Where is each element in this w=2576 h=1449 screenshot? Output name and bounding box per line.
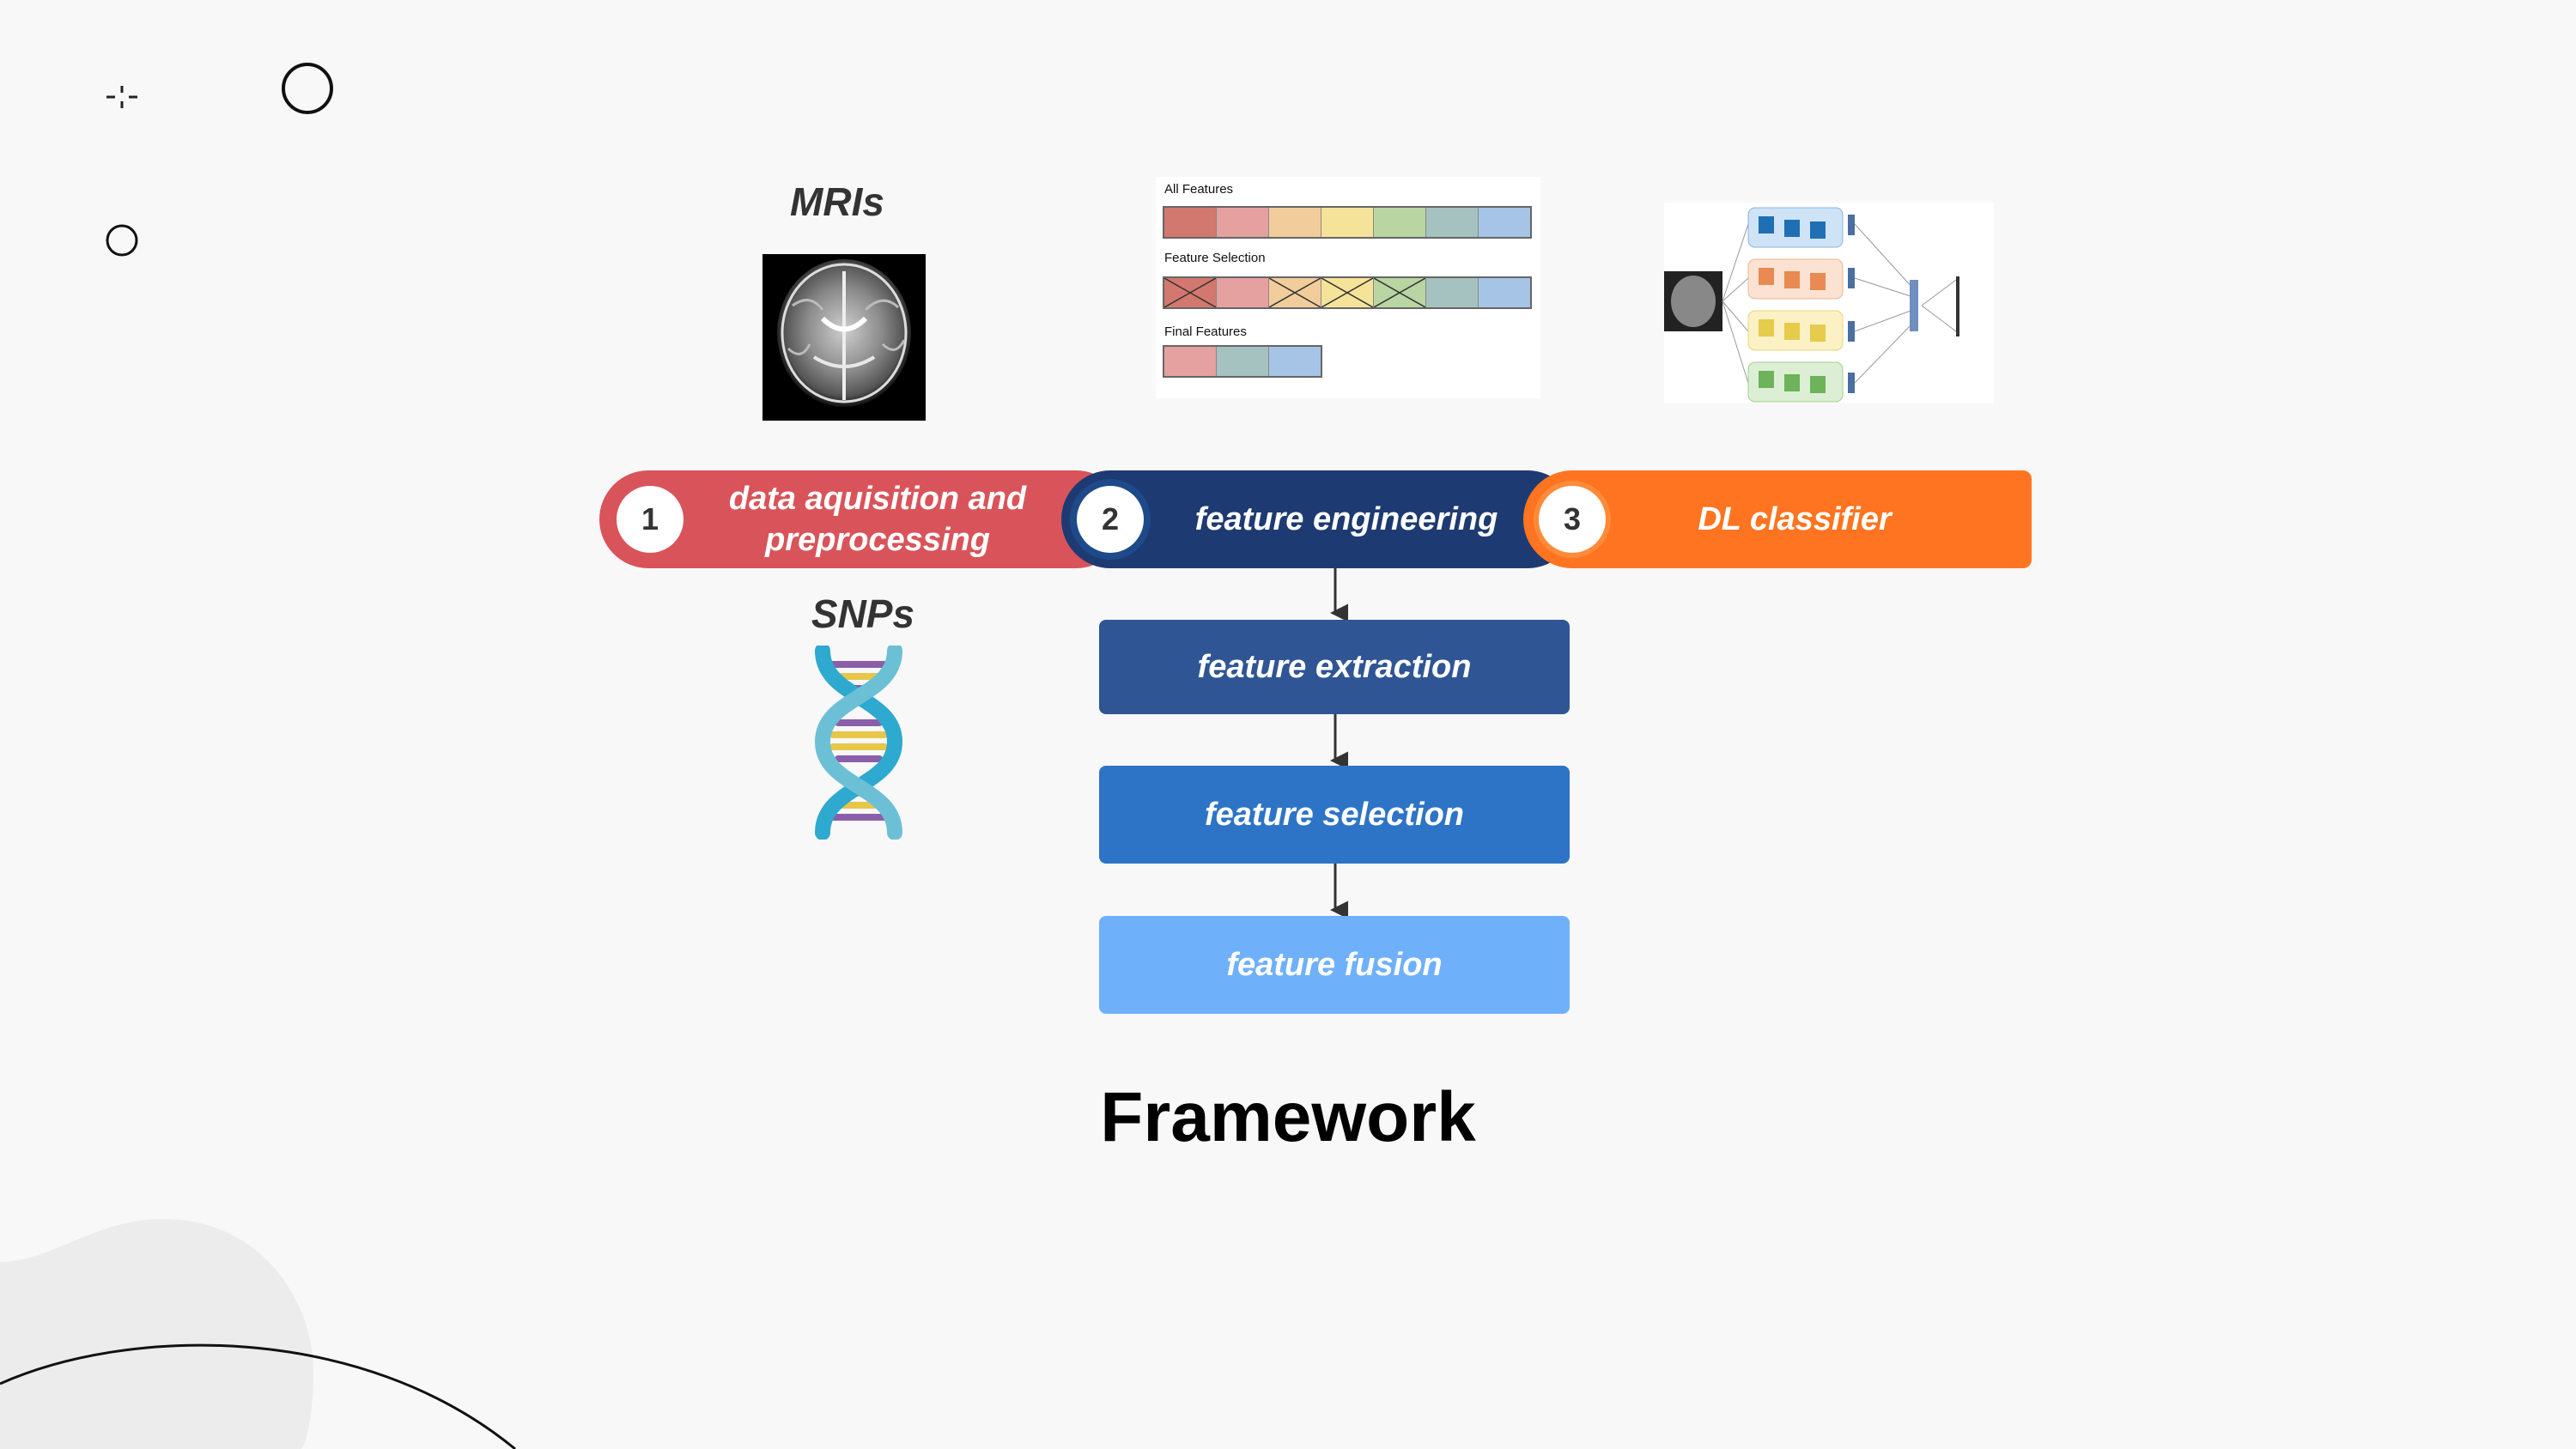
feature-selection-figure: All Features Feature Selection Final Fea… [1156, 177, 1540, 398]
caption-feature-selection: Feature Selection [1164, 251, 1266, 265]
feature-selection-cell [1321, 278, 1374, 307]
circle-outline-large [282, 63, 333, 114]
all-features-cell [1479, 208, 1530, 237]
step-2-pill: 2 feature engineering [1061, 470, 1577, 568]
feature-extraction-box: feature extraction [1099, 620, 1570, 714]
mri-brain-image [762, 254, 926, 421]
feature-selection-box: feature selection [1099, 766, 1570, 864]
snp-label: SNPs [811, 591, 915, 636]
page-title: Framework [1100, 1078, 1476, 1156]
cross-mark-icon [1374, 278, 1425, 307]
feature-selection-cell [1374, 278, 1426, 307]
step-1-label: data aquisition and preprocessing [728, 481, 1027, 558]
caption-final-features: Final Features [1164, 324, 1247, 339]
cross-mark-icon [1321, 278, 1373, 307]
dl-network-figure [1664, 203, 1994, 403]
caption-all-features: All Features [1164, 182, 1234, 197]
step-3-pill: 3 DL classifier [1523, 470, 2032, 568]
step-1-pill: 1 data aquisition and preprocessing [599, 470, 1125, 568]
feature-fusion-box: feature fusion [1099, 916, 1570, 1014]
all-features-row [1163, 206, 1532, 239]
step-3-number: 3 [1539, 486, 1606, 553]
feature-selection-cell [1217, 278, 1269, 307]
all-features-cell [1164, 208, 1217, 237]
feature-selection-row [1163, 276, 1532, 309]
all-features-cell [1217, 208, 1269, 237]
final-features-cell [1217, 347, 1269, 376]
final-features-cell [1269, 347, 1321, 376]
feature-selection-cell [1426, 278, 1479, 307]
feature-selection-cell [1269, 278, 1321, 307]
final-features-cell [1164, 347, 1217, 376]
step-3-label: DL classifier [1698, 501, 1892, 537]
step-1-number: 1 [617, 486, 683, 553]
all-features-cell [1426, 208, 1479, 237]
cross-mark-icon [1164, 278, 1216, 307]
feature-selection-cell [1164, 278, 1217, 307]
crosshair-icon [106, 86, 137, 108]
arc-line [0, 1343, 516, 1449]
step-2-label: feature engineering [1194, 501, 1498, 537]
final-features-row [1163, 345, 1322, 378]
all-features-cell [1374, 208, 1426, 237]
all-features-cell [1269, 208, 1321, 237]
circle-outline-small [106, 224, 138, 257]
flow-arrows [1330, 568, 1348, 919]
blob-shape [0, 1219, 313, 1449]
step-2-number: 2 [1077, 486, 1144, 553]
feature-selection-cell [1479, 278, 1530, 307]
all-features-cell [1321, 208, 1374, 237]
mri-label: MRIs [790, 179, 884, 224]
dna-helix-icon [814, 646, 903, 840]
cross-mark-icon [1269, 278, 1321, 307]
